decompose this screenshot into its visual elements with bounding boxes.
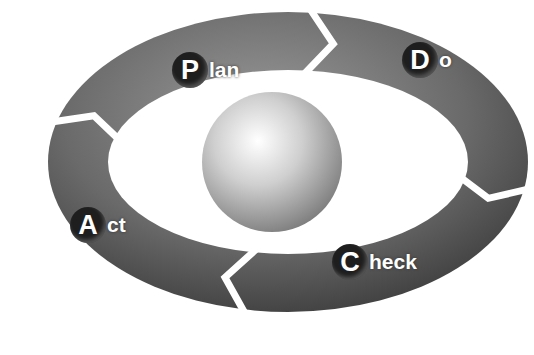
initial-letter: C [332,244,368,280]
arrow-separator [225,248,258,314]
arrow-separator [52,116,119,140]
act-segment: Act [70,207,126,243]
arrow-separator [303,8,333,75]
check-segment: Check [332,244,417,280]
step-label: lan [209,58,239,82]
arrow-separators [52,8,530,314]
ring-outer [48,12,528,312]
plan-segment: Plan [172,52,239,88]
step-label: o [439,48,452,72]
ring-hole [108,70,468,254]
step-label: heck [369,250,417,274]
center-sphere [202,92,342,232]
initial-letter: A [70,207,106,243]
initial-letter: P [172,52,208,88]
initial-letter: D [402,42,438,78]
step-label: ct [107,213,126,237]
arrow-separator [461,177,530,198]
do-segment: Do [402,42,452,78]
